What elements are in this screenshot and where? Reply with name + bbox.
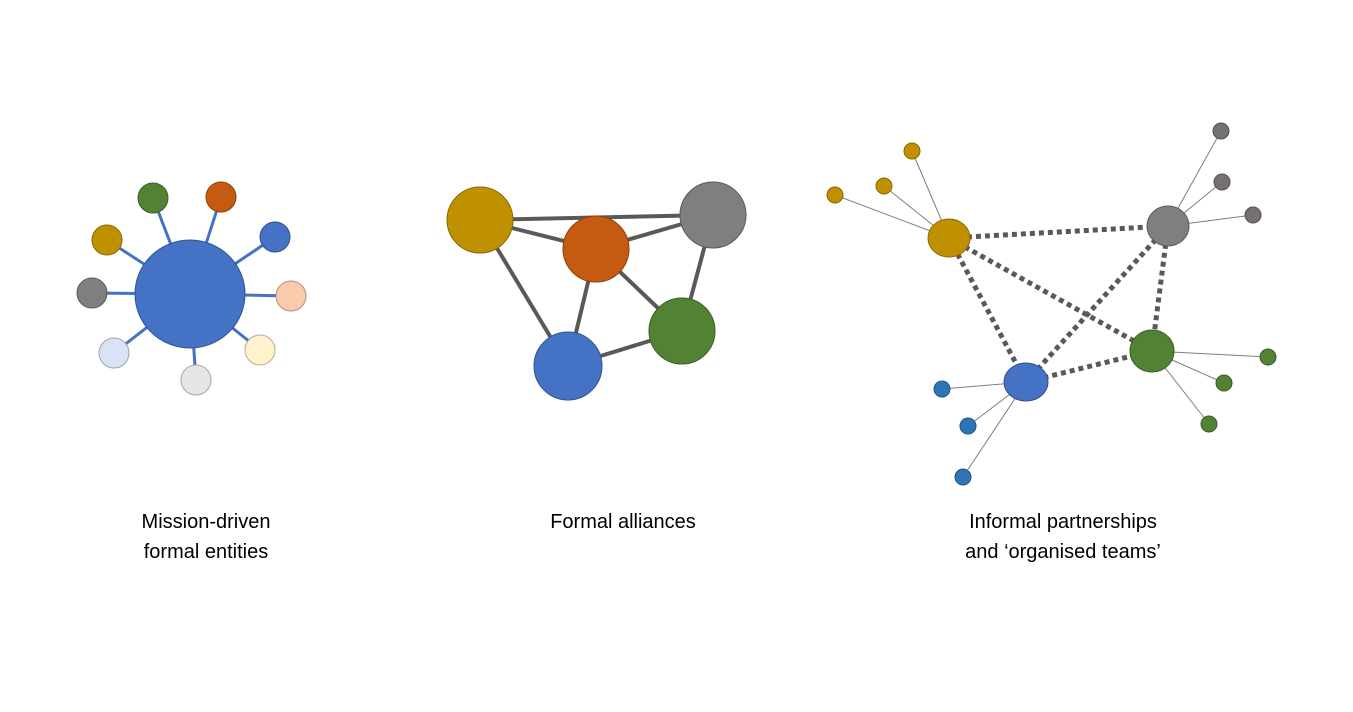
spoke-node xyxy=(91,224,123,256)
team-member-node xyxy=(933,380,951,398)
team-member-node xyxy=(1200,415,1218,433)
team-member-node xyxy=(954,468,972,486)
informal-partnerships-diagram xyxy=(826,122,1277,486)
caption-mission-driven: Mission-driven formal entities xyxy=(46,507,366,567)
team-member-node xyxy=(1259,348,1277,366)
alliance-node xyxy=(648,297,716,365)
team-member-node xyxy=(1215,374,1233,392)
spoke-node xyxy=(76,277,108,309)
partnership-edge xyxy=(947,235,1154,354)
team-member-node xyxy=(875,177,893,195)
spoke-node xyxy=(244,334,276,366)
partnership-edge xyxy=(1149,225,1171,352)
alliance-node xyxy=(562,215,630,283)
caption-formal-alliances: Formal alliances xyxy=(463,507,783,537)
caption-mission-driven-line-2: formal entities xyxy=(143,541,269,563)
caption-formal-alliances-line-1: Formal alliances xyxy=(550,511,696,533)
caption-informal-partnerships-line-2: and ‘organised teams’ xyxy=(965,541,1161,563)
partner-node xyxy=(1003,362,1049,402)
partner-node xyxy=(1146,205,1190,247)
spoke-node xyxy=(98,337,130,369)
spoke-node xyxy=(275,280,307,312)
alliance-node xyxy=(446,186,514,254)
spoke-node xyxy=(259,221,291,253)
team-member-node xyxy=(1244,206,1262,224)
team-member-node xyxy=(959,417,977,435)
alliance-node xyxy=(679,181,747,249)
mission-driven-diagram xyxy=(76,181,307,396)
spoke-node xyxy=(205,181,237,213)
caption-mission-driven-line-1: Mission-driven xyxy=(141,511,271,533)
team-member-node xyxy=(903,142,921,160)
spoke-node xyxy=(137,182,169,214)
partnership-edge xyxy=(948,223,1169,241)
partner-node xyxy=(927,218,971,258)
hub-node xyxy=(134,239,246,349)
caption-informal-partnerships: Informal partnerships and ‘organised tea… xyxy=(903,507,1223,567)
alliance-node xyxy=(533,331,603,401)
partnership-edge xyxy=(1024,224,1170,384)
spoke-node xyxy=(180,364,212,396)
formal-alliances-diagram xyxy=(446,181,747,401)
team-member-node xyxy=(1212,122,1230,140)
partner-node xyxy=(1129,329,1175,373)
team-member-node xyxy=(826,186,844,204)
caption-informal-partnerships-line-1: Informal partnerships xyxy=(969,511,1157,533)
team-member-node xyxy=(1213,173,1231,191)
partnership-edge xyxy=(946,236,1029,384)
